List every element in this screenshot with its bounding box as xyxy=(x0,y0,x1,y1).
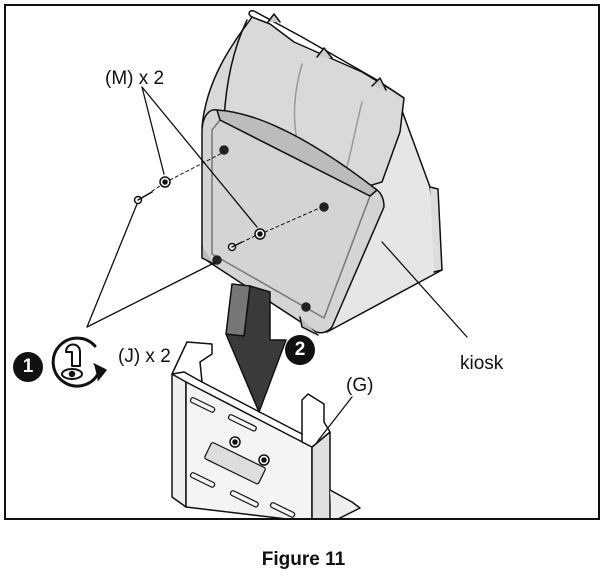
screw-icon xyxy=(133,151,323,252)
diagram-illustration xyxy=(51,10,468,518)
kiosk-label: kiosk xyxy=(460,353,504,374)
down-arrow-icon xyxy=(225,283,287,413)
kiosk-illustration xyxy=(201,10,468,338)
figure-frame: (M) x 2 (J) x 2 kiosk (G) 1 2 xyxy=(4,4,600,520)
wrench-rotate-icon xyxy=(51,336,107,388)
step-1-badge: 1 xyxy=(13,352,43,382)
bracket-label: (G) xyxy=(346,375,374,396)
tool-label: (J) x 2 xyxy=(118,346,171,367)
bracket-illustration xyxy=(171,341,361,518)
screws-label: (M) x 2 xyxy=(105,68,165,89)
figure-caption: Figure 11 xyxy=(261,549,346,570)
step-2-badge: 2 xyxy=(285,335,315,365)
